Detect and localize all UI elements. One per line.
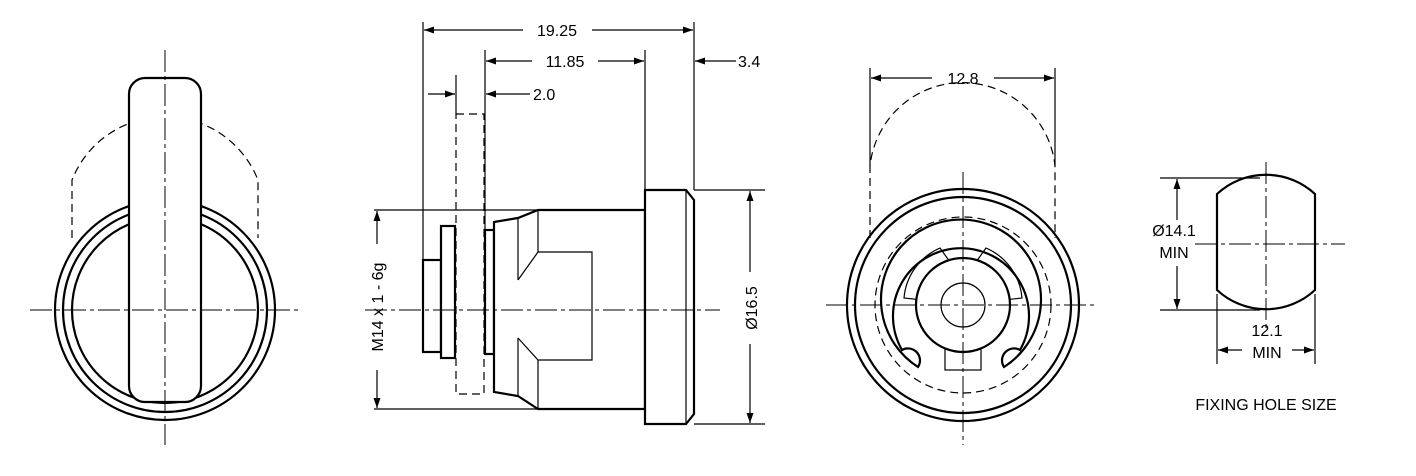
side-view: 19.25 11.85 3.4 2.0 M14 x 1 - 6g Ø16.5 [365,22,765,426]
front-view-handle-sweep-hidden [71,116,259,238]
dim-thread-spec: M14 x 1 - 6g [370,263,387,352]
dim-cam-thickness: 2.0 [533,87,555,104]
rear-view-cam-clip [879,218,1043,369]
rear-view-handle-sweep-hidden [869,82,1056,238]
rear-view: 12.8 [826,68,1098,445]
dim-hole-diameter-value: Ø14.1 [1152,223,1196,240]
dim-flange-thickness: 3.4 [738,54,760,71]
dim-flange-diameter: Ø16.5 [744,286,761,330]
side-view-collar [483,228,496,356]
dim-handle-sweep: 12.8 [947,71,978,88]
side-view-flange [643,188,696,426]
dim-hole-width-min: MIN [1252,345,1281,362]
front-view [30,50,300,445]
side-view-cam-plate [439,224,457,360]
fixing-hole-profile [1215,173,1317,311]
dim-body-length: 11.85 [546,54,585,71]
side-view-thread-root [517,251,593,361]
dim-hole-diameter-min: MIN [1159,245,1188,262]
dim-hole-width-value: 12.1 [1251,323,1282,340]
fixing-hole-caption: FIXING HOLE SIZE [1195,397,1336,414]
dim-overall-length: 19.25 [537,23,577,40]
side-view-cam-hidden [455,113,485,395]
side-view-handle-tip [421,258,443,354]
fixing-hole-view: Ø14.1 MIN 12.1 MIN FIXING HOLE SIZE [1152,162,1345,414]
